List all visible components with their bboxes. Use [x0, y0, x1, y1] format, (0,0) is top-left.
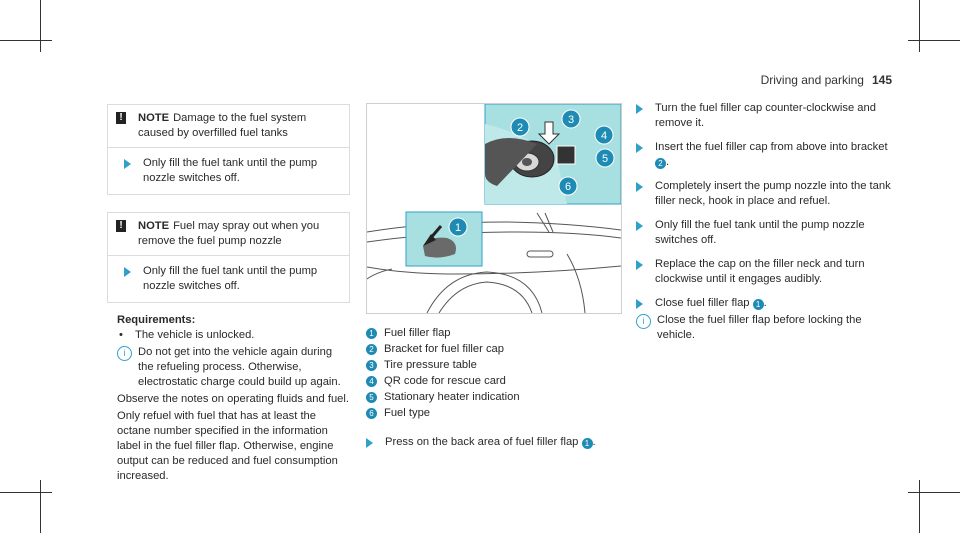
action-step: Replace the cap on the filler neck and t… — [636, 257, 896, 287]
step-text: Only fill the fuel tank until the pump n… — [655, 219, 865, 246]
step-text: Completely insert the pump nozzle into t… — [655, 180, 891, 207]
callout-number: 6 — [366, 407, 377, 419]
warning-icon: ! — [116, 112, 126, 124]
crop-mark — [908, 40, 960, 41]
paragraph: Only refuel with fuel that has at least … — [117, 410, 338, 482]
svg-text:2: 2 — [517, 122, 523, 134]
legend-text: Tire pressure table — [384, 358, 477, 371]
callout-number: 1 — [581, 438, 593, 449]
note-action: Only fill the fuel tank until the pump n… — [108, 255, 349, 302]
note-action-text: Only fill the fuel tank until the pump n… — [143, 265, 318, 292]
right-column: Turn the fuel filler cap counter-clockwi… — [636, 101, 896, 343]
step-text: Close fuel filler flap — [655, 297, 750, 309]
legend-item: 5 Stationary heater indication — [366, 389, 622, 405]
callout-number: 4 — [366, 375, 377, 387]
action-arrow-icon — [124, 159, 131, 169]
action-arrow-icon — [636, 221, 643, 231]
step-text: Replace the cap on the filler neck and t… — [655, 258, 865, 285]
requirement-item: • The vehicle is unlocked. — [117, 328, 350, 343]
fuel-filler-illustration: 2 3 4 5 6 1 — [366, 103, 622, 314]
warning-icon: ! — [116, 220, 126, 232]
step-text: Turn the fuel filler cap counter-clockwi… — [655, 102, 876, 129]
callout-number: 2 — [655, 158, 666, 169]
action-step: Completely insert the pump nozzle into t… — [636, 179, 896, 209]
callout-6: 6 — [558, 176, 578, 196]
note-title: Damage to the fuel system caused by over… — [138, 112, 307, 139]
legend-item: 4 QR code for rescue card — [366, 373, 622, 389]
callout-number: 3 — [366, 359, 377, 371]
legend-text: Fuel type — [384, 406, 431, 419]
step-text: Insert the fuel filler cap from above in… — [655, 141, 888, 153]
requirement-text: The vehicle is unlocked. — [135, 329, 255, 341]
callout-number: 1 — [366, 327, 377, 339]
note-label: NOTE — [138, 220, 170, 232]
info-text: Do not get into the vehicle again during… — [138, 346, 341, 388]
callout-3: 3 — [561, 109, 581, 129]
action-arrow-icon — [124, 267, 131, 277]
section-title: Driving and parking — [760, 73, 864, 87]
callout-number: 1 — [752, 299, 764, 310]
action-arrow-icon — [366, 438, 373, 448]
middle-column: 1 Fuel filler flap 2 Bracket for fuel fill… — [366, 325, 622, 459]
callout-2: 2 — [510, 117, 530, 137]
action-arrow-icon — [636, 299, 643, 309]
info-icon: i — [117, 346, 132, 361]
action-step: Turn the fuel filler cap counter-clockwi… — [636, 101, 896, 131]
svg-text:3: 3 — [568, 114, 574, 126]
legend-text: Fuel filler flap — [384, 326, 451, 339]
legend-text: QR code for rescue card — [384, 374, 506, 387]
page-header: Driving and parking 145 — [761, 73, 892, 87]
action-arrow-icon — [636, 143, 643, 153]
crop-mark — [40, 480, 41, 533]
action-arrow-icon — [636, 104, 643, 114]
legend-text: Stationary heater indication — [384, 390, 520, 403]
note-title: Fuel may spray out when you remove the f… — [138, 220, 320, 247]
info-text: Close the fuel filler flap before lockin… — [657, 314, 862, 341]
note-action: Only fill the fuel tank until the pump n… — [108, 147, 349, 194]
crop-mark — [0, 40, 52, 41]
action-step: Press on the back area of fuel filler fl… — [366, 435, 622, 450]
action-step: Insert the fuel filler cap from above in… — [636, 140, 896, 170]
page-number: 145 — [871, 73, 892, 87]
crop-mark — [919, 480, 920, 533]
legend-text: Bracket for fuel filler cap — [384, 342, 505, 355]
legend-item: 6 Fuel type — [366, 405, 622, 421]
step-end: . — [592, 436, 596, 448]
crop-mark — [40, 0, 41, 52]
crop-mark — [919, 0, 920, 52]
crop-mark — [0, 492, 52, 493]
action-step: Only fill the fuel tank until the pump n… — [636, 218, 896, 248]
legend-item: 1 Fuel filler flap — [366, 325, 622, 341]
info-note: i Do not get into the vehicle again duri… — [117, 345, 350, 390]
callout-1: 1 — [448, 217, 468, 237]
note-label: NOTE — [138, 112, 170, 124]
info-icon: i — [636, 314, 651, 329]
svg-text:5: 5 — [602, 153, 608, 165]
legend-item: 3 Tire pressure table — [366, 357, 622, 373]
crop-mark — [908, 492, 960, 493]
callout-number: 5 — [366, 391, 377, 403]
action-arrow-icon — [636, 182, 643, 192]
callout-5: 5 — [595, 148, 615, 168]
action-arrow-icon — [636, 260, 643, 270]
svg-text:6: 6 — [565, 181, 571, 193]
callout-number: 2 — [366, 343, 377, 355]
legend-item: 2 Bracket for fuel filler cap — [366, 341, 622, 357]
svg-text:4: 4 — [601, 130, 607, 142]
paragraph: Observe the notes on operating fluids an… — [117, 393, 349, 405]
note-action-text: Only fill the fuel tank until the pump n… — [143, 157, 318, 184]
info-note: i Close the fuel filler flap before lock… — [636, 313, 896, 343]
requirements-heading: Requirements: — [117, 314, 196, 326]
action-step: Close fuel filler flap 1. — [636, 296, 896, 311]
car-illustration: 2 3 4 5 6 1 — [367, 104, 621, 313]
svg-text:1: 1 — [455, 222, 461, 234]
bullet-icon: • — [119, 329, 123, 341]
callout-4: 4 — [594, 125, 614, 145]
step-text: Press on the back area of fuel filler fl… — [385, 436, 579, 448]
